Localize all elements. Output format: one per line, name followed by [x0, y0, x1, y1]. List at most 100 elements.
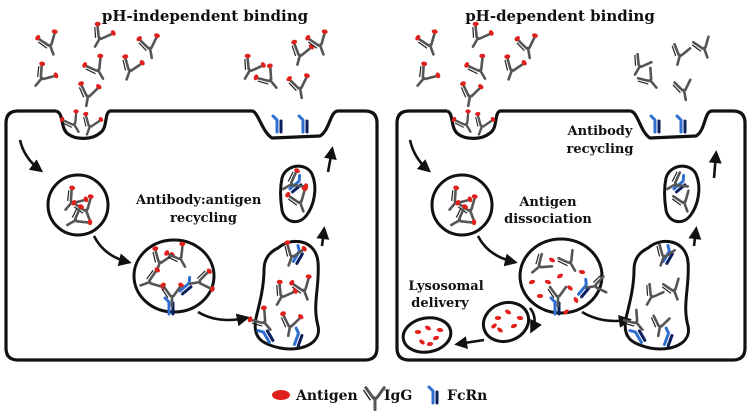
fcrn-receptor [256, 329, 275, 344]
antigen-dot [436, 327, 444, 333]
igg-molecule [666, 171, 690, 191]
legend-igg-label: IgG [384, 388, 412, 404]
igg-molecule [650, 314, 671, 338]
label-lysosomal: Lysosomal [408, 279, 483, 294]
igg-antigen-complex [188, 268, 215, 292]
label-antibody-antigen-recycling: recycling [170, 211, 237, 226]
right-recycling-vesicle [663, 164, 701, 224]
arrow-to-tubule-left [197, 310, 250, 327]
igg-molecule [661, 277, 680, 301]
label-antigen-dissociation: dissociation [504, 212, 592, 227]
fcrn-receptor [675, 114, 687, 134]
arrow-to-sorting-right [476, 235, 518, 267]
right-panel-title: pH-dependent binding [465, 7, 655, 25]
igg-antigen-complex [455, 194, 478, 221]
igg-antigen-complex [284, 240, 307, 267]
igg-molecule [636, 66, 658, 89]
igg-antigen-complex [82, 53, 105, 80]
fcrn-receptor [649, 114, 661, 134]
fcrn-receptor [297, 114, 309, 134]
molecules-layer [34, 21, 710, 348]
lysosome-small [401, 316, 453, 354]
antigen-dot [414, 330, 422, 334]
igg-antigen-complex [291, 39, 315, 66]
label-lysosomal-delivery: delivery [411, 296, 469, 311]
fcrn-receptor [662, 326, 674, 348]
label-antibody-antigen: Antibody:antigen [135, 193, 262, 208]
antigen-dot [419, 339, 425, 345]
igg-antigen-complex [164, 241, 187, 268]
igg-molecule [362, 386, 386, 411]
antigen-dot [578, 269, 586, 275]
antigen-dot [516, 315, 524, 321]
igg-antigen-complex [35, 29, 58, 56]
antigen-dot [549, 257, 555, 263]
igg-molecule [672, 78, 692, 102]
igg-molecule [656, 243, 676, 267]
igg-antigen-complex [78, 81, 102, 108]
igg-antigen-complex [514, 33, 538, 60]
igg-molecule [547, 285, 568, 308]
arrow-up-tubule-left [316, 226, 330, 247]
igg-antigen-complex [285, 186, 308, 213]
arrow-up-tubule-right [688, 226, 702, 247]
igg-antigen-complex [504, 54, 527, 81]
igg-antigen-complex [289, 274, 312, 301]
antigen-dot [491, 323, 497, 329]
left-cell-membrane [4, 109, 379, 362]
legend-fcrn-icon [427, 385, 439, 405]
label-antibody: Antibody [567, 124, 633, 139]
igg-antigen-complex [460, 81, 484, 108]
igg-antigen-complex [286, 73, 310, 100]
antigen-dot [425, 325, 431, 331]
fcrn-receptor [427, 385, 439, 405]
igg-antigen-complex [83, 111, 104, 136]
arrow-up-recycle-left [323, 146, 337, 173]
antigen-dot [573, 297, 579, 303]
igg-antigen-complex [451, 109, 472, 133]
igg-molecule [622, 308, 644, 331]
antigen-dot [557, 273, 563, 279]
igg-antigen-complex [253, 63, 278, 89]
igg-antigen-complex [136, 33, 160, 60]
left-recycling-vesicle [279, 164, 317, 224]
fcrn-receptor [661, 244, 674, 265]
igg-antigen-complex [471, 21, 494, 48]
igg-molecule [633, 52, 653, 76]
igg-molecule [584, 274, 608, 294]
arrow-endocytosis-left [18, 139, 44, 173]
antigen-legend-shape [272, 390, 290, 400]
antigen-dot [510, 323, 518, 329]
antigen-dot [497, 327, 503, 333]
igg-antigen-complex [122, 54, 145, 81]
igg-antigen-complex [450, 204, 477, 227]
legend-igg-icon [362, 386, 386, 411]
igg-antigen-complex [66, 204, 93, 227]
fcrn-receptor [577, 277, 591, 299]
left-panel-title: pH-independent binding [102, 7, 309, 25]
antigen-dot [528, 279, 536, 285]
igg-antigen-complex [59, 109, 80, 133]
antigen-dot [544, 279, 552, 285]
right-cell-membrane [395, 109, 747, 362]
label-antibody-recycling: recycling [567, 142, 634, 157]
arrow-to-tubule-right [581, 310, 632, 328]
antigen-dot [563, 309, 569, 315]
antigen-dot [567, 285, 573, 291]
antigen-dot [426, 341, 434, 347]
arrow-to-sorting-left [92, 235, 132, 267]
igg-antigen-complex [416, 61, 441, 87]
arrow-up-recycle-right [708, 150, 722, 179]
igg-antigen-complex [275, 279, 298, 306]
legend-antigen-icon [272, 390, 290, 400]
igg-antigen-complex [247, 305, 272, 331]
igg-antigen-complex [243, 53, 266, 80]
antigen-dot [432, 335, 440, 341]
fcrn-receptor [292, 326, 304, 348]
arrow-to-small-lysosome [454, 336, 485, 350]
igg-molecule [691, 35, 710, 59]
igg-antigen-complex [64, 185, 89, 211]
igg-molecule [671, 42, 692, 66]
igg-antigen-complex [464, 53, 487, 80]
